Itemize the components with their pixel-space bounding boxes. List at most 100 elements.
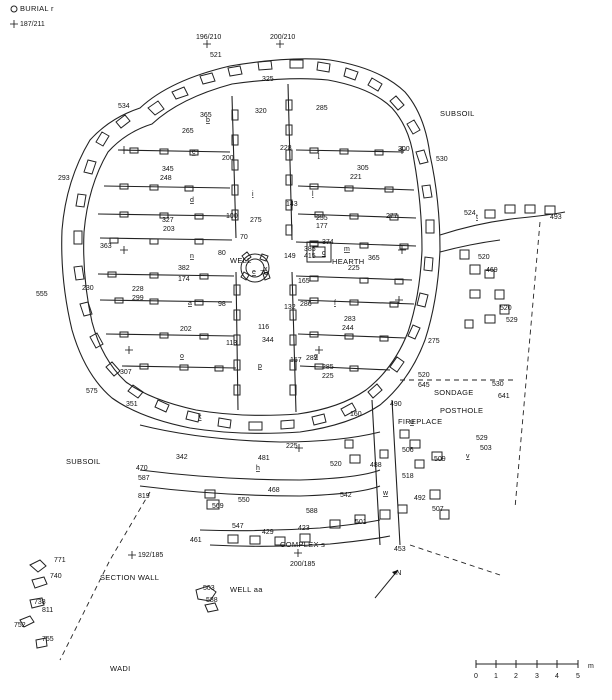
unit-letter-label: v bbox=[466, 453, 470, 460]
elevation-label: 225 bbox=[286, 443, 298, 450]
scale-unit-label: m bbox=[588, 663, 594, 670]
southwest-features bbox=[19, 491, 219, 661]
unit-letter-label: d bbox=[190, 197, 194, 204]
elevation-label: 493 bbox=[550, 214, 562, 221]
elevation-label: 351 bbox=[126, 401, 138, 408]
elevation-label: 113 bbox=[226, 340, 237, 347]
elevation-label: 177 bbox=[316, 223, 328, 230]
outer-enclosure-wall bbox=[61, 58, 441, 434]
elevation-label: 285 bbox=[322, 364, 334, 371]
elevation-label: 524 bbox=[464, 210, 476, 217]
well-aa-label: WELL aa bbox=[230, 585, 263, 594]
elevation-label: 755 bbox=[42, 636, 54, 643]
elevation-label: 287 bbox=[306, 355, 318, 362]
elevation-label: 283 bbox=[344, 316, 356, 323]
elevation-label: 277 bbox=[386, 213, 398, 220]
scale-tick-label: 1 bbox=[494, 673, 498, 680]
sondage-label: SONDAGE bbox=[434, 388, 474, 397]
elevation-label: 429 bbox=[262, 529, 274, 536]
scale-tick-label: 3 bbox=[535, 673, 539, 680]
elevation-label: 529 bbox=[506, 317, 518, 324]
elevation-label: 506 bbox=[402, 447, 414, 454]
elevation-label: 492 bbox=[414, 495, 426, 502]
unit-letter-label: g bbox=[314, 353, 318, 360]
elevation-label: 275 bbox=[250, 217, 262, 224]
elevation-label: 365 bbox=[200, 112, 212, 119]
elevation-label: 225 bbox=[322, 373, 334, 380]
fireplace-label: FIREPLACE bbox=[398, 417, 442, 426]
elevation-label: 645 bbox=[418, 382, 430, 389]
unit-letter-label: b bbox=[206, 117, 210, 124]
survey-datums bbox=[10, 20, 406, 559]
posthole-label: POSTHOLE bbox=[440, 406, 483, 415]
elevation-label: 149 bbox=[284, 253, 296, 260]
legend-datum: 187/211 bbox=[20, 21, 45, 28]
subsoil-label: SUBSOIL bbox=[66, 457, 101, 466]
elevation-label: 575 bbox=[86, 388, 98, 395]
hearth-label: HEARTH bbox=[332, 257, 365, 266]
elevation-label: 203 bbox=[163, 226, 175, 233]
elevation-label: 143 bbox=[286, 201, 298, 208]
elevation-label: 116 bbox=[258, 324, 269, 331]
legend-burial-label: BURIAL r bbox=[20, 4, 54, 13]
datum-label: 196/210 bbox=[196, 34, 221, 41]
scale-tick-label: 5 bbox=[576, 673, 580, 680]
elevation-label: 811 bbox=[42, 607, 53, 614]
elevation-label: 98 bbox=[218, 301, 226, 308]
elevation-label: 521 bbox=[210, 52, 222, 59]
elevation-label: 520 bbox=[330, 461, 342, 468]
elevation-label: 534 bbox=[118, 103, 130, 110]
elevation-label: 470 bbox=[136, 465, 148, 472]
elevation-label: 300 bbox=[398, 146, 410, 153]
elevation-label: 529 bbox=[476, 435, 488, 442]
unit-letter-label: o bbox=[180, 353, 184, 360]
elevation-label: 286 bbox=[300, 301, 312, 308]
elevation-label: 550 bbox=[238, 497, 250, 504]
elevation-label: 520 bbox=[500, 305, 512, 312]
legend-labels: BURIAL r 187/211 bbox=[20, 4, 54, 28]
elevation-label: 518 bbox=[402, 473, 414, 480]
elevation-label: 365 bbox=[368, 255, 380, 262]
elevation-label: 738 bbox=[34, 599, 46, 606]
elevation-label: 228 bbox=[132, 286, 144, 293]
central-well bbox=[240, 251, 271, 283]
unit-letter-label: a bbox=[188, 300, 192, 307]
datum-labels: 196/210 200/210 192/185 200/185 bbox=[138, 34, 315, 568]
elevation-label: 307 bbox=[120, 369, 132, 376]
elevation-label: 509 bbox=[434, 456, 446, 463]
elevation-label: 503 bbox=[480, 445, 492, 452]
elevation-label: 752 bbox=[14, 622, 26, 629]
elevation-label: 490 bbox=[390, 401, 402, 408]
elevation-label: 423 bbox=[298, 525, 310, 532]
elevation-label: 819 bbox=[138, 493, 150, 500]
unit-letter-label: l bbox=[312, 191, 314, 198]
unit-letter-label: f bbox=[334, 300, 336, 307]
elevation-label: 488 bbox=[370, 462, 382, 469]
elevation-label: 542 bbox=[340, 492, 352, 499]
elevation-label: 325 bbox=[262, 76, 274, 83]
elevation-label: 481 bbox=[258, 455, 270, 462]
scale-bar bbox=[475, 660, 579, 668]
elevation-label: 70 bbox=[240, 234, 248, 241]
interior-wall-stones bbox=[107, 99, 409, 396]
elevation-label: 468 bbox=[268, 487, 280, 494]
elevation-label: 244 bbox=[342, 325, 354, 332]
unit-letter-label: k bbox=[198, 414, 202, 421]
elevation-label: 345 bbox=[162, 166, 174, 173]
datum-label: 200/210 bbox=[270, 34, 295, 41]
elevation-label: 530 bbox=[436, 156, 448, 163]
section-wall-label: SECTION WALL bbox=[100, 573, 159, 582]
scale-bar-labels: 0 1 2 3 4 5 m bbox=[474, 663, 594, 680]
unit-letter-label: w bbox=[382, 490, 389, 497]
scale-tick-label: 2 bbox=[514, 673, 518, 680]
elevation-label: 100 bbox=[226, 213, 238, 220]
complex-label: COMPLEX s bbox=[280, 540, 325, 549]
elevation-label: 587 bbox=[138, 475, 150, 482]
elevation-label: 200 bbox=[222, 155, 234, 162]
subsoil-label: SUBSOIL bbox=[440, 109, 475, 118]
area-labels: SUBSOIL SUBSOIL SECTION WALL WADI WELL H… bbox=[66, 109, 483, 673]
elevation-label: 453 bbox=[394, 546, 406, 553]
unit-letter-label: u bbox=[410, 419, 414, 426]
elevation-label: 225 bbox=[348, 265, 360, 272]
